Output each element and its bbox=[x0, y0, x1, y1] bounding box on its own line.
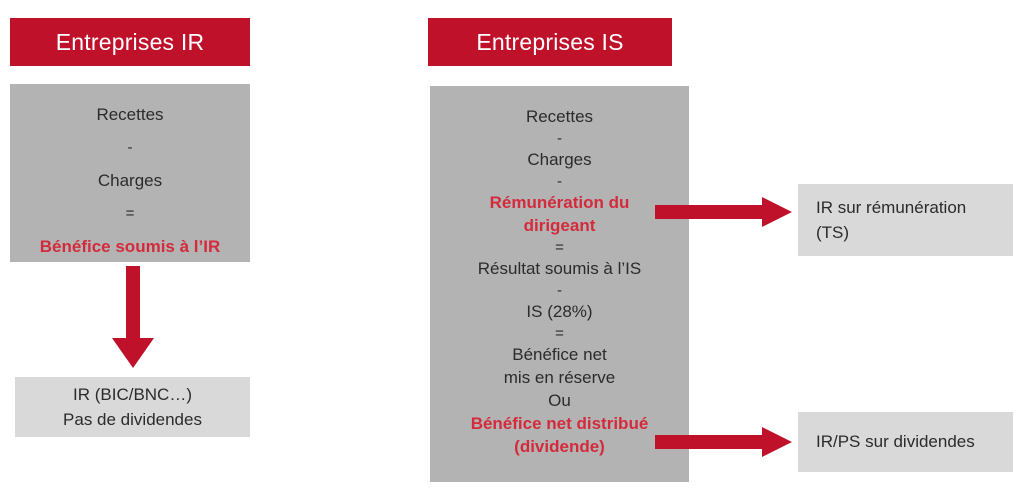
arrow-down-icon-ir-svg bbox=[112, 266, 154, 368]
column-header-entreprises-is: Entreprises IS bbox=[428, 18, 672, 66]
calc-line-is-6: = bbox=[555, 239, 564, 256]
calc-line-is-9: IS (28%) bbox=[526, 302, 593, 321]
column-header-is-label: Entreprises IS bbox=[476, 28, 624, 55]
outcome-box-ir: IR (BIC/BNC…) Pas de dividendes bbox=[15, 377, 250, 437]
outcome-line-ir-0: IR (BIC/BNC…) bbox=[73, 384, 192, 404]
calc-line-is-12: mis en réserve bbox=[503, 368, 616, 387]
arrow-right-icon-dividendes-svg bbox=[655, 427, 792, 457]
column-header-entreprises-ir: Entreprises IR bbox=[10, 18, 250, 66]
calculation-block-is: Recettes - Charges - Rémunération du dir… bbox=[430, 86, 689, 482]
arrow-right-icon-remuneration bbox=[655, 197, 792, 227]
calc-line-is-7: Résultat soumis à l’IS bbox=[477, 259, 642, 278]
calc-line-ir-4: Bénéfice soumis à l’IR bbox=[39, 237, 221, 256]
arrow-right-icon-remuneration-svg bbox=[655, 197, 792, 227]
calc-line-is-2: Charges bbox=[527, 150, 592, 169]
arrow-down-icon-ir bbox=[112, 266, 154, 368]
outcome-box-dividendes: IR/PS sur dividendes bbox=[798, 412, 1013, 472]
calc-line-is-14: Bénéfice net distribué bbox=[470, 414, 649, 433]
calc-line-is-1: - bbox=[557, 130, 562, 147]
calc-line-ir-1: - bbox=[127, 139, 133, 156]
calc-line-is-4: Rémunération du bbox=[489, 193, 630, 212]
calc-line-is-8: - bbox=[557, 282, 562, 299]
calc-line-is-3: - bbox=[557, 173, 562, 190]
outcome-box-remuneration: IR sur rémunération (TS) bbox=[798, 184, 1013, 256]
outcome-line-ir-1: Pas de dividendes bbox=[63, 410, 202, 429]
column-header-ir-label: Entreprises IR bbox=[55, 28, 205, 55]
arrow-right-icon-dividendes bbox=[655, 427, 792, 457]
outcome-line-remuneration-0: IR sur rémunération bbox=[816, 197, 967, 217]
calculation-block-ir: Recettes - Charges = Bénéfice soumis à l… bbox=[10, 84, 250, 262]
calc-line-is-11: Bénéfice net bbox=[512, 345, 607, 364]
calc-line-ir-3: = bbox=[125, 205, 135, 222]
calc-line-is-0: Recettes bbox=[525, 107, 594, 126]
calc-line-ir-2: Charges bbox=[97, 171, 163, 190]
calc-line-is-15: (dividende) bbox=[514, 437, 605, 456]
calc-line-is-13: Ou bbox=[548, 391, 571, 410]
calc-line-is-10: = bbox=[555, 325, 564, 342]
outcome-line-dividendes-0: IR/PS sur dividendes bbox=[816, 432, 975, 452]
calc-line-is-5: dirigeant bbox=[523, 216, 596, 235]
outcome-line-remuneration-1: (TS) bbox=[816, 223, 850, 242]
calc-line-ir-0: Recettes bbox=[96, 105, 164, 124]
